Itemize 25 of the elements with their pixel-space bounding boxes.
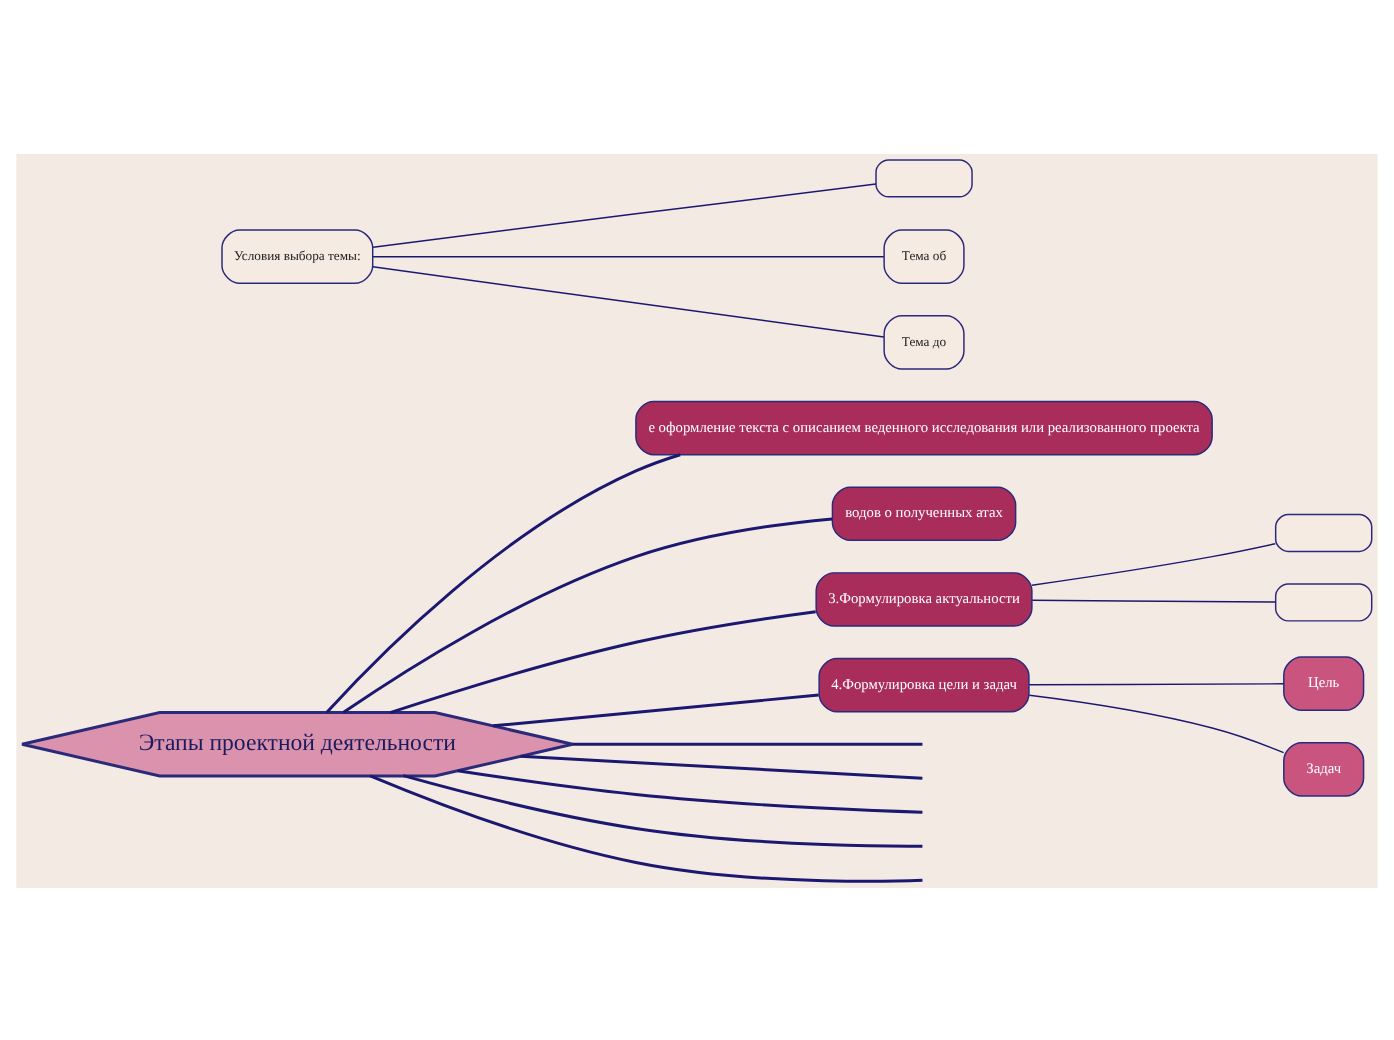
connector <box>325 452 681 713</box>
node-box: 3.Формулировка актуальности <box>815 571 1033 626</box>
connector <box>1031 598 1277 602</box>
node-box: водов о полученных атах <box>831 485 1017 541</box>
node-box: е оформление текста с описанием веденного исследования или реализованного проекта <box>635 399 1213 455</box>
connector <box>389 609 816 714</box>
connector <box>457 768 923 813</box>
connector <box>572 741 923 745</box>
node-box <box>1274 512 1373 552</box>
connector <box>402 773 923 847</box>
connector <box>1031 542 1276 585</box>
connector <box>520 753 923 779</box>
connector <box>1028 682 1285 685</box>
node-box <box>1274 582 1373 621</box>
node-box: Задач <box>1283 741 1365 796</box>
connector <box>369 773 923 882</box>
connector <box>1028 693 1285 753</box>
connector <box>342 516 833 713</box>
connector <box>372 182 877 247</box>
node-box: 4.Формулировка цели и задач <box>818 656 1030 712</box>
node-box: Цель <box>1283 655 1365 710</box>
connector <box>493 692 819 727</box>
connector <box>372 265 885 337</box>
connector <box>372 254 885 257</box>
node-box <box>875 158 973 197</box>
